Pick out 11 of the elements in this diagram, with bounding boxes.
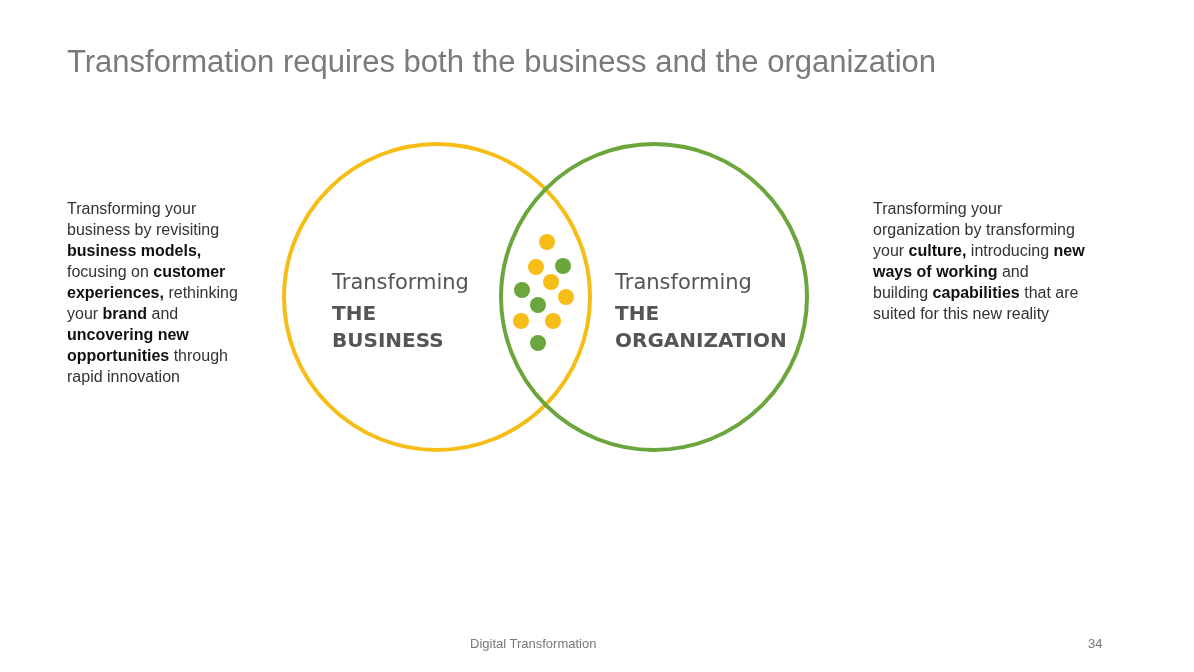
circle-heading: Transforming (332, 270, 469, 294)
circle-heading: Transforming (615, 270, 752, 294)
circle-title: THE BUSINESS (332, 300, 445, 354)
venn-circle (282, 142, 592, 452)
footer-text: Digital Transformation (470, 636, 597, 651)
venn-circle (499, 142, 809, 452)
slide-title: Transformation requires both the business and the organization (67, 44, 937, 80)
description-text: Transforming your business by revisiting business models, focusing on customer experiences, rethinking your brand and uncovering new opportunities through rapid innovation (67, 199, 239, 387)
description-text: Transforming your organization by transforming your culture, introducing new ways of working and building capabilities that are suited for this new reality (873, 199, 1086, 324)
page-number: 34 (1088, 636, 1103, 651)
circle-title: THE ORGANIZATION (615, 300, 788, 354)
